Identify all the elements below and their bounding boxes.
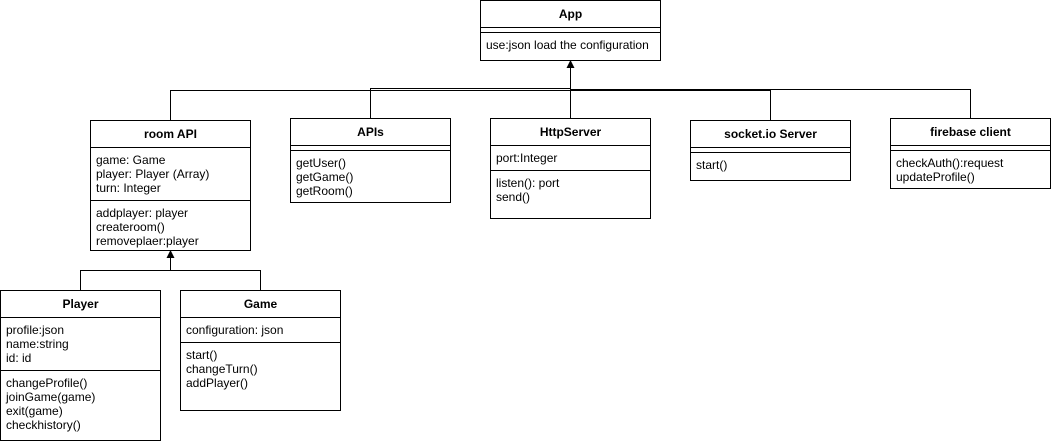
class-app[interactable]: App use:json load the configuration <box>480 0 661 61</box>
attribute-row: name:string <box>6 337 69 351</box>
method-row: use:json load the configuration <box>486 38 649 52</box>
method-row: removeplaer:player <box>96 234 199 248</box>
class-name: HttpServer <box>491 119 650 146</box>
method-row: exit(game) <box>6 404 63 418</box>
method-row: addPlayer() <box>186 376 249 390</box>
class-name: room API <box>91 121 250 148</box>
class-name: Game <box>181 291 340 318</box>
attribute-row: profile:json <box>6 323 65 337</box>
method-row: start() <box>186 348 218 362</box>
class-methods: start()changeTurn()addPlayer() <box>181 343 340 390</box>
method-row: addplayer: player <box>96 206 189 220</box>
class-name: socket.io Server <box>691 121 850 148</box>
attribute-row: configuration: json <box>186 323 284 337</box>
method-row: changeTurn() <box>186 362 258 376</box>
class-methods: getUser()getGame()getRoom() <box>291 151 450 198</box>
class-attributes: configuration: json <box>181 318 340 343</box>
method-row: changeProfile() <box>6 376 88 390</box>
attribute-row: turn: Integer <box>96 181 161 195</box>
arrowhead-roomapi <box>166 250 175 258</box>
class-name: App <box>481 1 660 28</box>
empty-attributes-compartment <box>291 146 450 151</box>
attribute-row: port:Integer <box>496 151 558 165</box>
method-row: start() <box>696 158 728 172</box>
class-name: firebase client <box>891 119 1050 146</box>
attribute-row: id: id <box>6 351 32 365</box>
class-methods: changeProfile()joinGame(game)exit(game)c… <box>1 371 160 432</box>
edge-game-to-roomapi <box>170 270 261 290</box>
method-row: checkhistory() <box>6 418 81 432</box>
class-game[interactable]: Game configuration: json start()changeTurn… <box>180 290 341 411</box>
empty-attributes-compartment <box>891 146 1050 151</box>
attribute-row: player: Player (Array) <box>96 167 210 181</box>
method-row: getRoom() <box>296 184 353 198</box>
class-name: APIs <box>291 119 450 146</box>
empty-attributes-compartment <box>481 28 660 33</box>
method-row: listen(): port <box>496 176 560 190</box>
class-socket-io-server[interactable]: socket.io Server start() <box>690 120 851 181</box>
method-row: checkAuth():request <box>896 156 1004 170</box>
edge-socketio-to-app <box>570 90 771 120</box>
edge-player-to-roomapi <box>80 255 171 290</box>
method-row: joinGame(game) <box>6 390 96 404</box>
method-row: createroom() <box>96 220 165 234</box>
arrowhead-app <box>566 60 575 68</box>
class-methods: use:json load the configuration <box>481 33 660 52</box>
class-name: Player <box>1 291 160 318</box>
attribute-row: game: Game <box>96 153 166 167</box>
class-apis[interactable]: APIs getUser()getGame()getRoom() <box>290 118 451 203</box>
method-row: getGame() <box>296 170 354 184</box>
empty-attributes-compartment <box>691 148 850 153</box>
method-row: send() <box>496 190 531 204</box>
class-methods: start() <box>691 153 850 172</box>
method-row: updateProfile() <box>896 170 975 184</box>
edge-firebase-to-app <box>570 89 971 118</box>
method-row: getUser() <box>296 156 347 170</box>
class-attributes: port:Integer <box>491 146 650 171</box>
edge-apis-to-app <box>370 88 571 118</box>
